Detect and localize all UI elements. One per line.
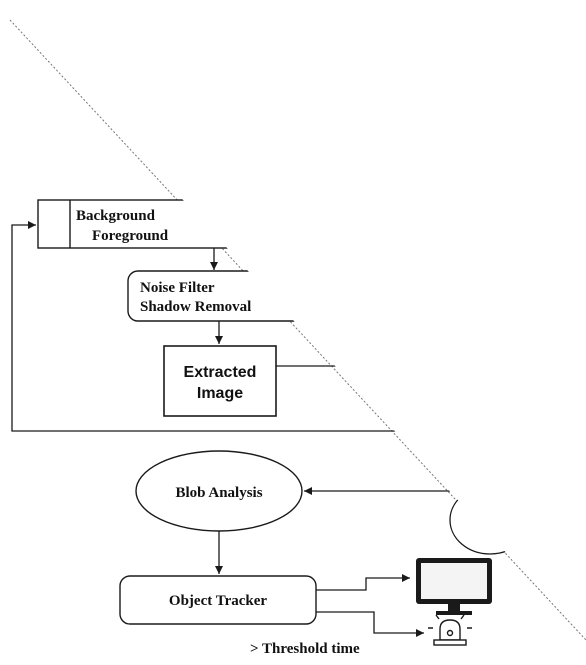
node-bg-fg-line1: Background [76, 208, 156, 224]
node-extracted-line2: Image [197, 385, 243, 402]
node-background-foreground: Background Foreground [37, 199, 259, 249]
node-object-tracker: Object Tracker [119, 575, 317, 625]
node-blob-analysis: Blob Analysis [135, 450, 303, 532]
node-noise-filter: Noise Filter Shadow Removal [127, 270, 329, 322]
monitor-icon [416, 558, 492, 615]
diagram-content: Background Foreground Noise Filter Shado… [11, 199, 531, 657]
node-extracted-line1: Extracted [184, 364, 257, 381]
alarm-siren-icon [428, 610, 472, 646]
edge-feedback-loop [11, 221, 420, 432]
edge-tracker-to-alarm [316, 611, 424, 637]
node-extracted-image: Extracted Image [163, 345, 277, 417]
edge-tracker-to-monitor [316, 574, 410, 591]
node-noise-line1: Noise Filter [140, 280, 215, 296]
node-tracker-label: Object Tracker [169, 593, 268, 609]
threshold-time-label: > Threshold time [250, 641, 360, 657]
node-partial-circle [449, 485, 531, 555]
node-bg-fg-line2: Foreground [92, 228, 169, 244]
node-noise-line2: Shadow Removal [140, 299, 251, 315]
node-blob-label: Blob Analysis [175, 485, 262, 501]
